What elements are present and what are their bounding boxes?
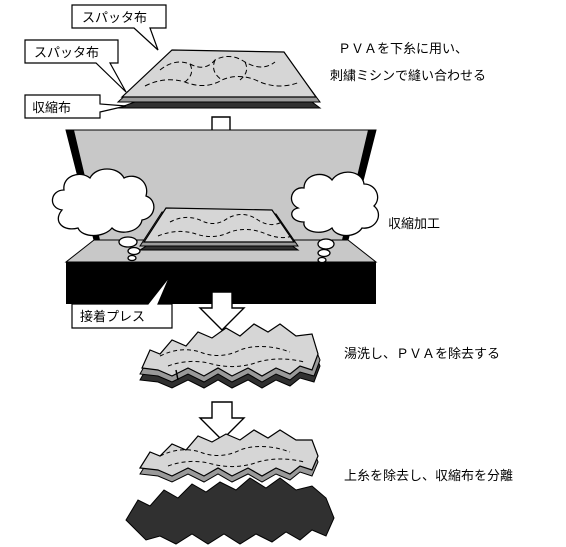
step4-text: 上糸を除去し、収縮布を分離 (344, 468, 513, 484)
step1-text-line1: ＰＶＡを下糸に用い、 (338, 42, 468, 57)
steam-cloud-left (51, 168, 155, 262)
down-arrow-2 (198, 291, 246, 331)
callout-spatter-top-label: スパッタ布 (82, 11, 147, 26)
pressed-fabric-stack (138, 207, 300, 251)
separated-shrink-fabric (125, 477, 335, 545)
callout-press-label: 接着プレス (80, 309, 145, 325)
callout-spatter-top: スパッタ布 (71, 4, 167, 51)
separated-top-fabric (138, 429, 319, 483)
washed-fabric (139, 323, 321, 389)
spatter-fabric-top-layer (120, 49, 318, 98)
callout-shrink-label: 収縮布 (32, 100, 71, 116)
callout-shrink: 収縮布 (24, 94, 127, 119)
layered-fabric-stack (116, 49, 322, 109)
step1-text-line2: 刺繍ミシンで縫い合わせる (330, 69, 486, 84)
callout-spatter-mid: スパッタ布 (24, 39, 127, 93)
down-arrow-3 (198, 401, 246, 441)
callout-press: 接着プレス (71, 275, 173, 329)
step2-text: 収縮加工 (388, 216, 440, 232)
callout-spatter-mid-label: スパッタ布 (34, 46, 99, 61)
step3-text: 湯洗し、ＰＶＡを除去する (344, 347, 500, 362)
stitch-pattern (144, 56, 301, 87)
steam-cloud-right (290, 171, 379, 264)
